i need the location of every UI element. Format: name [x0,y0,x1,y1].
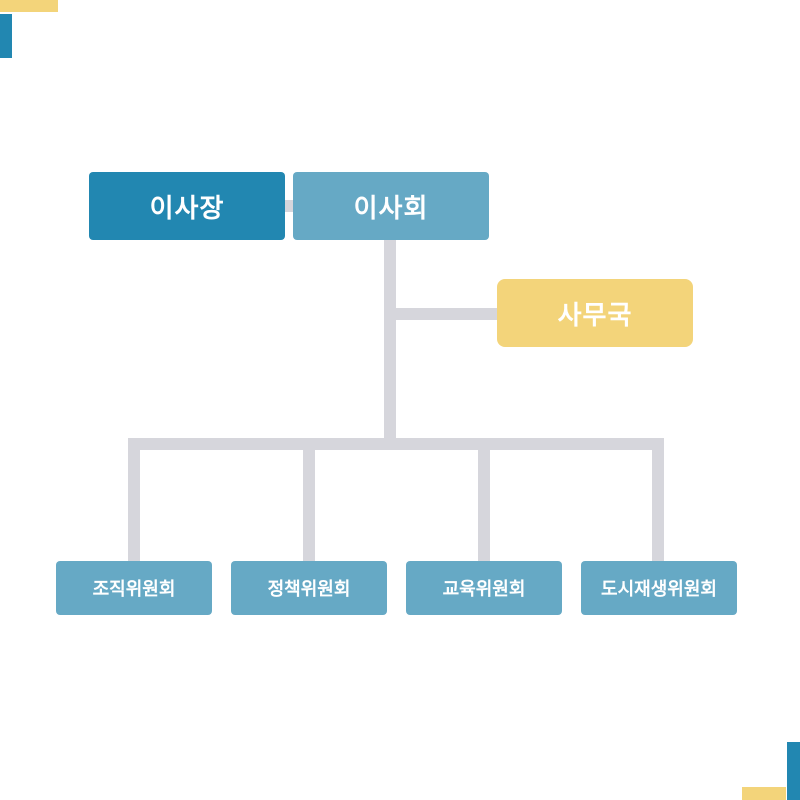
connector-committee-bar [128,438,664,450]
chair-label: 이사장 [149,193,225,224]
office-box: 사무국 [497,279,693,347]
corner-decoration-top-blue [0,14,12,58]
committee-label: 도시재생위원회 [601,579,717,600]
corner-decoration-bottom-blue [787,742,800,800]
connector-committee-drop-3 [478,444,490,564]
committee-box-urban-regeneration: 도시재생위원회 [581,561,737,615]
connector-committee-drop-2 [303,444,315,564]
corner-decoration-top-yellow [0,0,58,12]
connector-board-trunk [384,236,396,450]
committee-label: 정책위원회 [267,579,351,600]
chair-box: 이사장 [89,172,285,240]
committee-box-organization: 조직위원회 [56,561,212,615]
connector-office-branch [390,308,502,320]
committee-label: 교육위원회 [442,579,526,600]
committee-box-policy: 정책위원회 [231,561,387,615]
board-box: 이사회 [293,172,489,240]
committee-box-education: 교육위원회 [406,561,562,615]
corner-decoration-bottom-yellow [742,787,786,800]
board-label: 이사회 [353,193,429,224]
office-label: 사무국 [557,300,633,331]
connector-committee-drop-4 [652,444,664,564]
connector-committee-drop-1 [128,444,140,564]
committee-label: 조직위원회 [92,579,176,600]
